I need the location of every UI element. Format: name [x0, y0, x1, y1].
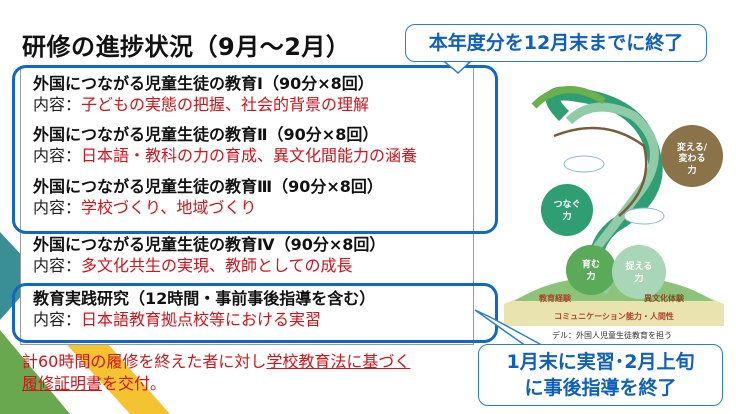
svg-text:捉える: 捉える: [626, 260, 653, 272]
svg-text:変わる: 変わる: [678, 152, 705, 164]
svg-text:育む: 育む: [582, 258, 600, 270]
completion-note: 計60時間の履修を終えた者に対し学校教育法に基づく 履修証明書を交付。: [22, 352, 411, 393]
course-content: 内容：日本語・教科の力の育成、異文化間能力の涵養: [33, 146, 418, 165]
course-item-1: 外国につながる児童生徒の教育Ⅰ（90分×8回） 内容：子どもの実態の把握、社会的…: [33, 73, 374, 115]
course-item-5: 教育実践研究（12時間・事前事後指導を含む） 内容：日本語教育拠点校等における実…: [33, 288, 375, 330]
svg-text:変える/: 変える/: [677, 141, 708, 153]
callout-top: 本年度分を12月末までに終了: [405, 24, 707, 62]
course-item-3: 外国につながる児童生徒の教育Ⅲ（90分×8回） 内容：学校づくり、地域づくり: [33, 176, 383, 218]
course-heading: 外国につながる児童生徒の教育Ⅰ（90分×8回）: [33, 74, 374, 93]
callout-bottom-line2: に事後指導を終了: [524, 377, 677, 399]
course-heading: 外国につながる児童生徒の教育Ⅲ（90分×8回）: [33, 177, 383, 196]
course-heading: 教育実践研究（12時間・事前事後指導を含む）: [33, 289, 376, 308]
callout-top-text: 本年度分を12月末までに終了: [428, 32, 684, 54]
course-content: 内容：子どもの実態の把握、社会的背景の理解: [33, 95, 370, 114]
school-law-text: 学校教育法に基づく: [266, 352, 411, 371]
course-content: 内容：多文化共生の実現、教師としての成長: [33, 256, 353, 275]
svg-text:つなぐ: つなぐ: [553, 199, 580, 210]
illustration-caption: デル：外国人児童生徒教育を担う: [552, 331, 672, 340]
svg-text:異文化体験: 異文化体験: [644, 293, 685, 303]
beanstalk-illustration: 変える/ 変わる 力 つなぐ 力 育む 力 捉える 力 教育経験 異文化体験 コ…: [504, 86, 724, 326]
course-heading: 外国につながる児童生徒の教育Ⅳ（90分×8回）: [33, 235, 386, 254]
callout-bottom: 1月末に実習･2月上旬 に事後指導を終了: [478, 344, 723, 406]
course-item-4: 外国につながる児童生徒の教育Ⅳ（90分×8回） 内容：多文化共生の実現、教師とし…: [33, 234, 385, 276]
svg-text:教育経験: 教育経験: [538, 293, 572, 303]
certificate-text: 履修証明書: [22, 374, 103, 393]
svg-text:力: 力: [687, 164, 696, 176]
svg-text:力: 力: [586, 270, 595, 282]
svg-text:コミュニケーション能力・人間性: コミュニケーション能力・人間性: [554, 311, 674, 321]
course-item-2: 外国につながる児童生徒の教育Ⅱ（90分×8回） 内容：日本語・教科の力の育成、異…: [33, 124, 417, 166]
svg-text:力: 力: [634, 272, 643, 284]
callout-bottom-line1: 1月末に実習･2月上旬: [506, 351, 695, 373]
svg-text:力: 力: [562, 210, 571, 222]
course-content: 内容：学校づくり、地域づくり: [33, 198, 257, 217]
course-list-box: [20, 66, 474, 345]
page-title: 研修の進捗状況（9月～2月）: [22, 33, 351, 61]
course-heading: 外国につながる児童生徒の教育Ⅱ（90分×8回）: [33, 125, 379, 144]
course-content: 内容：日本語教育拠点校等における実習: [33, 310, 322, 329]
